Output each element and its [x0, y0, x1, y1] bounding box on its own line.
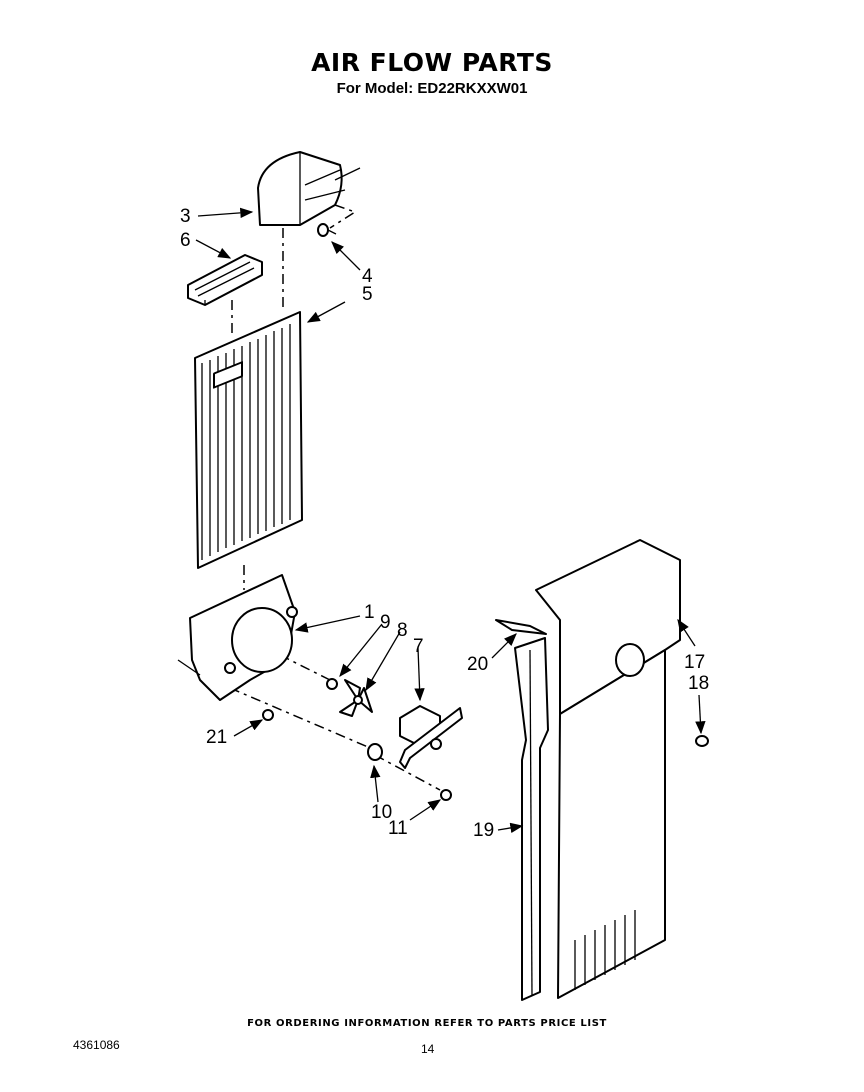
ordering-info-note: FOR ORDERING INFORMATION REFER TO PARTS …	[247, 1018, 607, 1029]
callout-11: 11	[388, 818, 408, 839]
page-number: 14	[421, 1042, 435, 1056]
part-20-trim	[495, 619, 547, 635]
callout-7: 7	[413, 636, 424, 657]
part-21-screw	[262, 709, 274, 721]
callout-1: 1	[364, 602, 375, 623]
callout-5: 5	[362, 284, 373, 305]
callout-4: 4	[362, 266, 373, 287]
callout-18: 18	[688, 673, 709, 694]
part-5-evaporator-cover	[194, 311, 303, 569]
part-17-rear-panel	[535, 539, 681, 999]
callout-3: 3	[180, 206, 191, 227]
part-9-washer	[326, 678, 338, 690]
part-8-fan-blade	[339, 679, 373, 717]
part-1-fan-shroud	[177, 574, 298, 701]
leader-arrows	[195, 207, 706, 834]
part-3-air-duct	[257, 151, 361, 226]
callout-8: 8	[397, 620, 408, 641]
callout-10: 10	[371, 802, 392, 823]
callout-9: 9	[380, 612, 391, 633]
part-18-screw	[695, 735, 709, 747]
part-11-screw	[440, 789, 452, 801]
part-6-grille	[187, 254, 263, 306]
part-10-grommet	[367, 743, 383, 761]
callout-17: 17	[684, 652, 705, 673]
callout-21: 21	[206, 727, 227, 748]
document-number: 4361086	[73, 1038, 120, 1052]
part-19-liner-strip	[514, 637, 549, 1001]
callout-20: 20	[467, 654, 488, 675]
model-subtitle: For Model: ED22RKXXW01	[336, 80, 528, 97]
page-title: AIR FLOW PARTS	[311, 48, 553, 77]
callout-6: 6	[180, 230, 191, 251]
callout-19: 19	[473, 820, 494, 841]
part-7-fan-motor	[399, 705, 463, 769]
part-4-screw	[317, 223, 337, 237]
